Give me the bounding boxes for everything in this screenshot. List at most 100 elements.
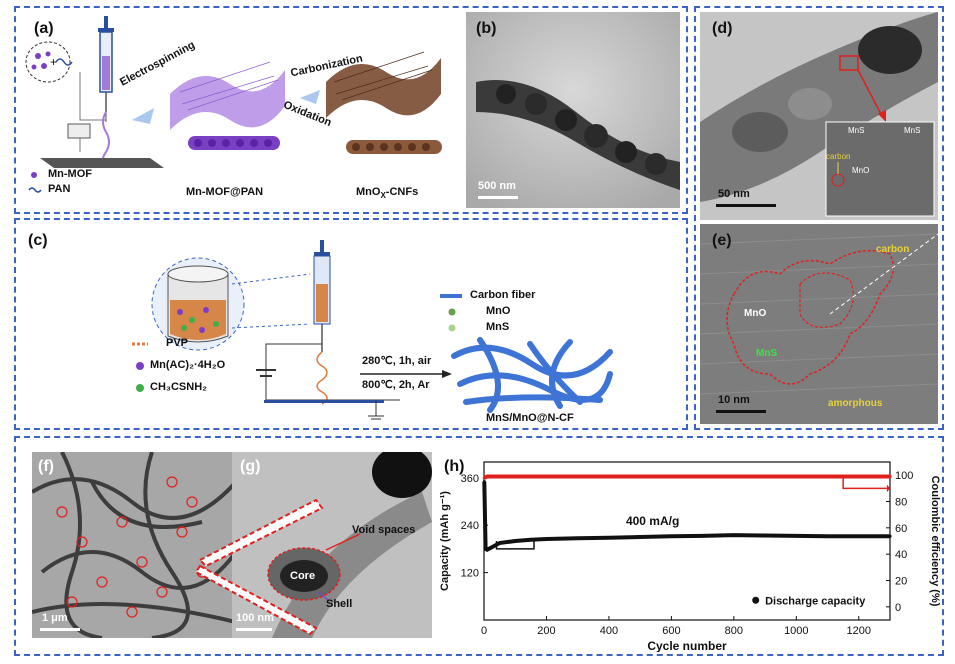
panel-d-scalebar — [716, 204, 776, 207]
legend-marker — [752, 596, 760, 604]
panel-f-scalebar-label: 1 μm — [42, 612, 68, 624]
series-point-0 — [513, 539, 517, 543]
panel-g-label: (g) — [240, 458, 261, 475]
series-point-1 — [485, 474, 489, 479]
y-left-axis-label: Capacity (mAh g⁻¹) — [439, 491, 451, 591]
efficiency-axis-arrow — [842, 476, 887, 490]
void-spaces-label: Void spaces — [352, 524, 416, 536]
panel-b-scalebar-label: 500 nm — [478, 180, 516, 192]
series-point-1 — [888, 474, 892, 479]
y-right-tick-label: 40 — [895, 549, 907, 561]
reagent-tas-label: CH₃CSNH₂ — [150, 381, 208, 393]
x-axis-label: Cycle number — [647, 639, 727, 652]
panel-b-label: (b) — [476, 20, 497, 37]
pvp-label: PVP — [166, 337, 189, 349]
panel-d-tem-image — [700, 12, 938, 220]
synthesis-schematic — [132, 240, 613, 420]
y-right-tick-label: 20 — [895, 576, 907, 588]
reagent-mn-label: Mn(AC)₂·4H₂O — [150, 359, 226, 371]
series-point-1 — [857, 474, 861, 479]
legend-mns: MnS — [486, 321, 510, 333]
series-point-1 — [482, 476, 486, 480]
inset-mns-1: MnS — [848, 126, 865, 135]
rate-annotation: 400 mA/g — [626, 514, 679, 528]
y-right-tick-label: 100 — [895, 470, 913, 482]
panel-b-scalebar — [478, 196, 518, 199]
y-right-axis-label: Coulombic efficiency (%) — [929, 476, 940, 607]
condition-2-label: 800℃, 2h, Ar — [362, 379, 430, 391]
panel-f-label: (f) — [38, 458, 54, 475]
series-point-1 — [513, 474, 517, 479]
legend-label: Discharge capacity — [765, 595, 866, 607]
series-point-1 — [669, 474, 673, 479]
panel-e-hrtem-image — [700, 224, 938, 424]
series-point-1 — [498, 474, 502, 479]
series-point-0 — [701, 534, 705, 538]
series-point-1 — [732, 474, 736, 479]
series-point-1 — [794, 474, 798, 479]
series-point-0 — [498, 541, 502, 545]
efficiency-arrow-head — [886, 484, 890, 493]
inset-mns-2: MnS — [904, 126, 921, 135]
series-point-1 — [607, 474, 611, 479]
y-right-tick-label: 0 — [895, 602, 901, 614]
y-left-tick-label: 360 — [461, 473, 479, 485]
legend-mof-label: Mn-MOF — [48, 168, 92, 180]
zoom-connector — [196, 498, 324, 636]
series-point-0 — [669, 534, 673, 538]
panel-c-label: (c) — [28, 232, 48, 249]
electrospinning-schematic: + — [25, 16, 442, 193]
panel-e-mno: MnO — [744, 308, 767, 319]
x-tick-label: 400 — [600, 625, 618, 637]
panel-c-frame — [14, 218, 688, 430]
series-point-0 — [607, 536, 611, 540]
x-tick-label: 0 — [481, 625, 487, 637]
product-mof-pan-label: Mn-MOF@PAN — [186, 186, 264, 198]
panel-d-scalebar-label: 50 nm — [718, 188, 750, 200]
panel-d-label: (d) — [712, 20, 733, 37]
cycling-chart: 0 200 400 600 800 1000 1200 120 240 360 0 20 40 60 80 1… — [439, 461, 940, 652]
core-label: Core — [290, 570, 316, 582]
panel-e-carbon: carbon — [876, 244, 910, 255]
x-tick-label: 800 — [725, 625, 743, 637]
product-label: MnS/MnO@N-CF — [486, 412, 574, 424]
series-point-0 — [482, 480, 486, 484]
y-left-tick-label: 240 — [461, 520, 479, 532]
y-left-tick-label: 120 — [461, 568, 479, 580]
panel-e-amorphous: amorphous — [828, 398, 883, 409]
x-tick-label: 600 — [662, 625, 680, 637]
series-point-0 — [794, 534, 798, 538]
legend-pan-label: PAN — [48, 183, 71, 195]
panel-de-frame — [694, 6, 944, 430]
inset-carbon: carbon — [826, 152, 851, 161]
panel-a-figure: + — [20, 12, 460, 208]
panel-fgh-frame — [14, 436, 944, 656]
y-right-tick-label: 80 — [895, 497, 907, 509]
condition-1-label: 280℃, 1h, air — [362, 355, 432, 367]
series-point-0 — [888, 534, 892, 538]
shell-label: Shell — [326, 598, 353, 610]
series-point-0 — [576, 536, 580, 540]
x-tick-label: 200 — [537, 625, 555, 637]
x-tick-label: 1200 — [847, 625, 871, 637]
panel-c-figure — [20, 224, 682, 424]
inset-mno: MnO — [852, 166, 870, 175]
series-point-0 — [825, 534, 830, 538]
panel-f-tem-image — [32, 452, 236, 638]
panel-g-scalebar — [236, 628, 272, 631]
y-right-tick-label: 60 — [895, 523, 907, 535]
capacity-axis-arrow — [495, 541, 535, 550]
panel-e-scalebar-label: 10 nm — [718, 394, 750, 406]
series-point-0 — [732, 533, 736, 537]
panel-b-tem-image — [466, 12, 680, 208]
x-tick-label: 1000 — [784, 625, 808, 637]
panel-g-scalebar-label: 100 nm — [236, 612, 274, 624]
panel-e-label: (e) — [712, 232, 732, 249]
legend-carbon-fiber: Carbon fiber — [470, 289, 536, 301]
series-point-0 — [529, 538, 533, 542]
series-point-0 — [763, 533, 767, 538]
panel-f-scalebar — [40, 628, 80, 631]
panel-a-label: (a) — [34, 20, 54, 37]
series-point-1 — [544, 474, 549, 479]
panel-h-label: (h) — [444, 458, 465, 475]
